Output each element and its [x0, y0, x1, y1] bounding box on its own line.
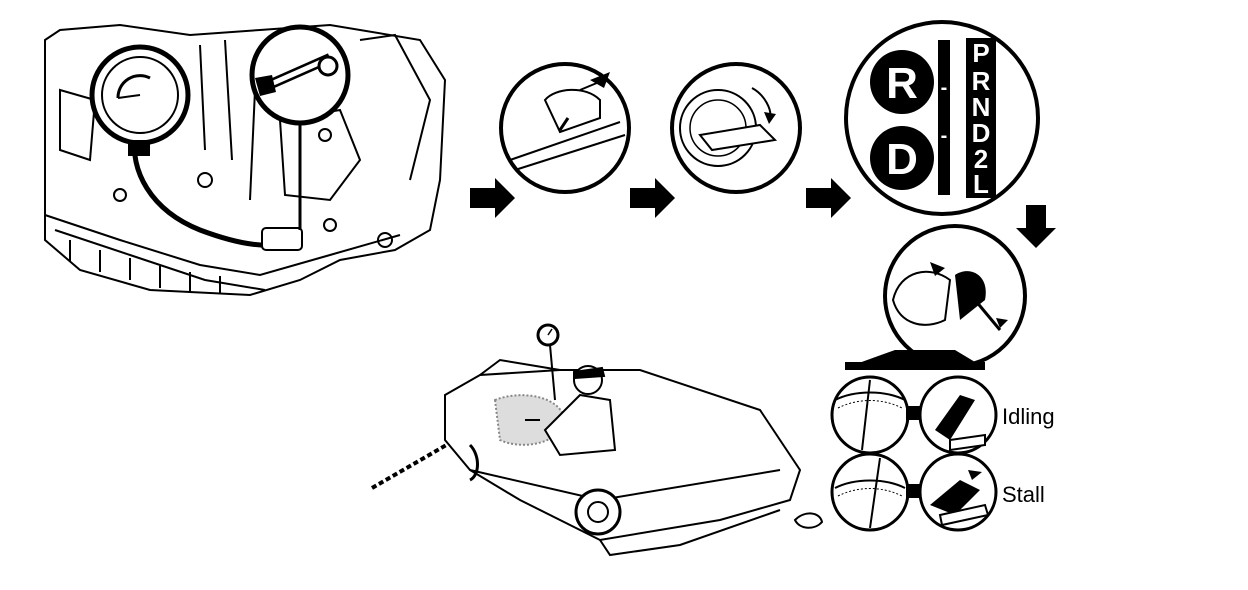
arrow-right-icon — [470, 178, 515, 218]
brake-accelerator-circle — [885, 226, 1025, 366]
idling-label: Idling — [1002, 404, 1055, 429]
idling-row: Idling — [832, 377, 1055, 453]
foot-pedal-icon — [920, 377, 996, 453]
foot-pedal-icon — [920, 454, 996, 530]
gear-d-letter: D — [886, 135, 918, 184]
gear-strip-p: P — [972, 38, 989, 68]
pressure-gauge-icon — [92, 47, 188, 156]
arrow-right-icon — [806, 178, 851, 218]
pressure-gauge-icon — [538, 325, 558, 345]
ignition-key-icon — [672, 64, 800, 192]
gear-r-letter: R — [886, 59, 918, 108]
stall-row: Stall — [832, 454, 1045, 530]
dash-r: - — [941, 77, 948, 99]
arrow-right-icon — [630, 178, 675, 218]
gear-strip-l: L — [973, 169, 989, 199]
car-mechanic-illustration — [372, 345, 822, 555]
arrow-down-icon — [1016, 205, 1056, 248]
stall-label: Stall — [1002, 482, 1045, 507]
test-plug-detail — [252, 27, 348, 123]
parking-brake-icon — [501, 64, 629, 192]
dash-d: - — [941, 125, 948, 147]
shift-position-panel: R D - - P R N D 2 L — [846, 22, 1038, 214]
